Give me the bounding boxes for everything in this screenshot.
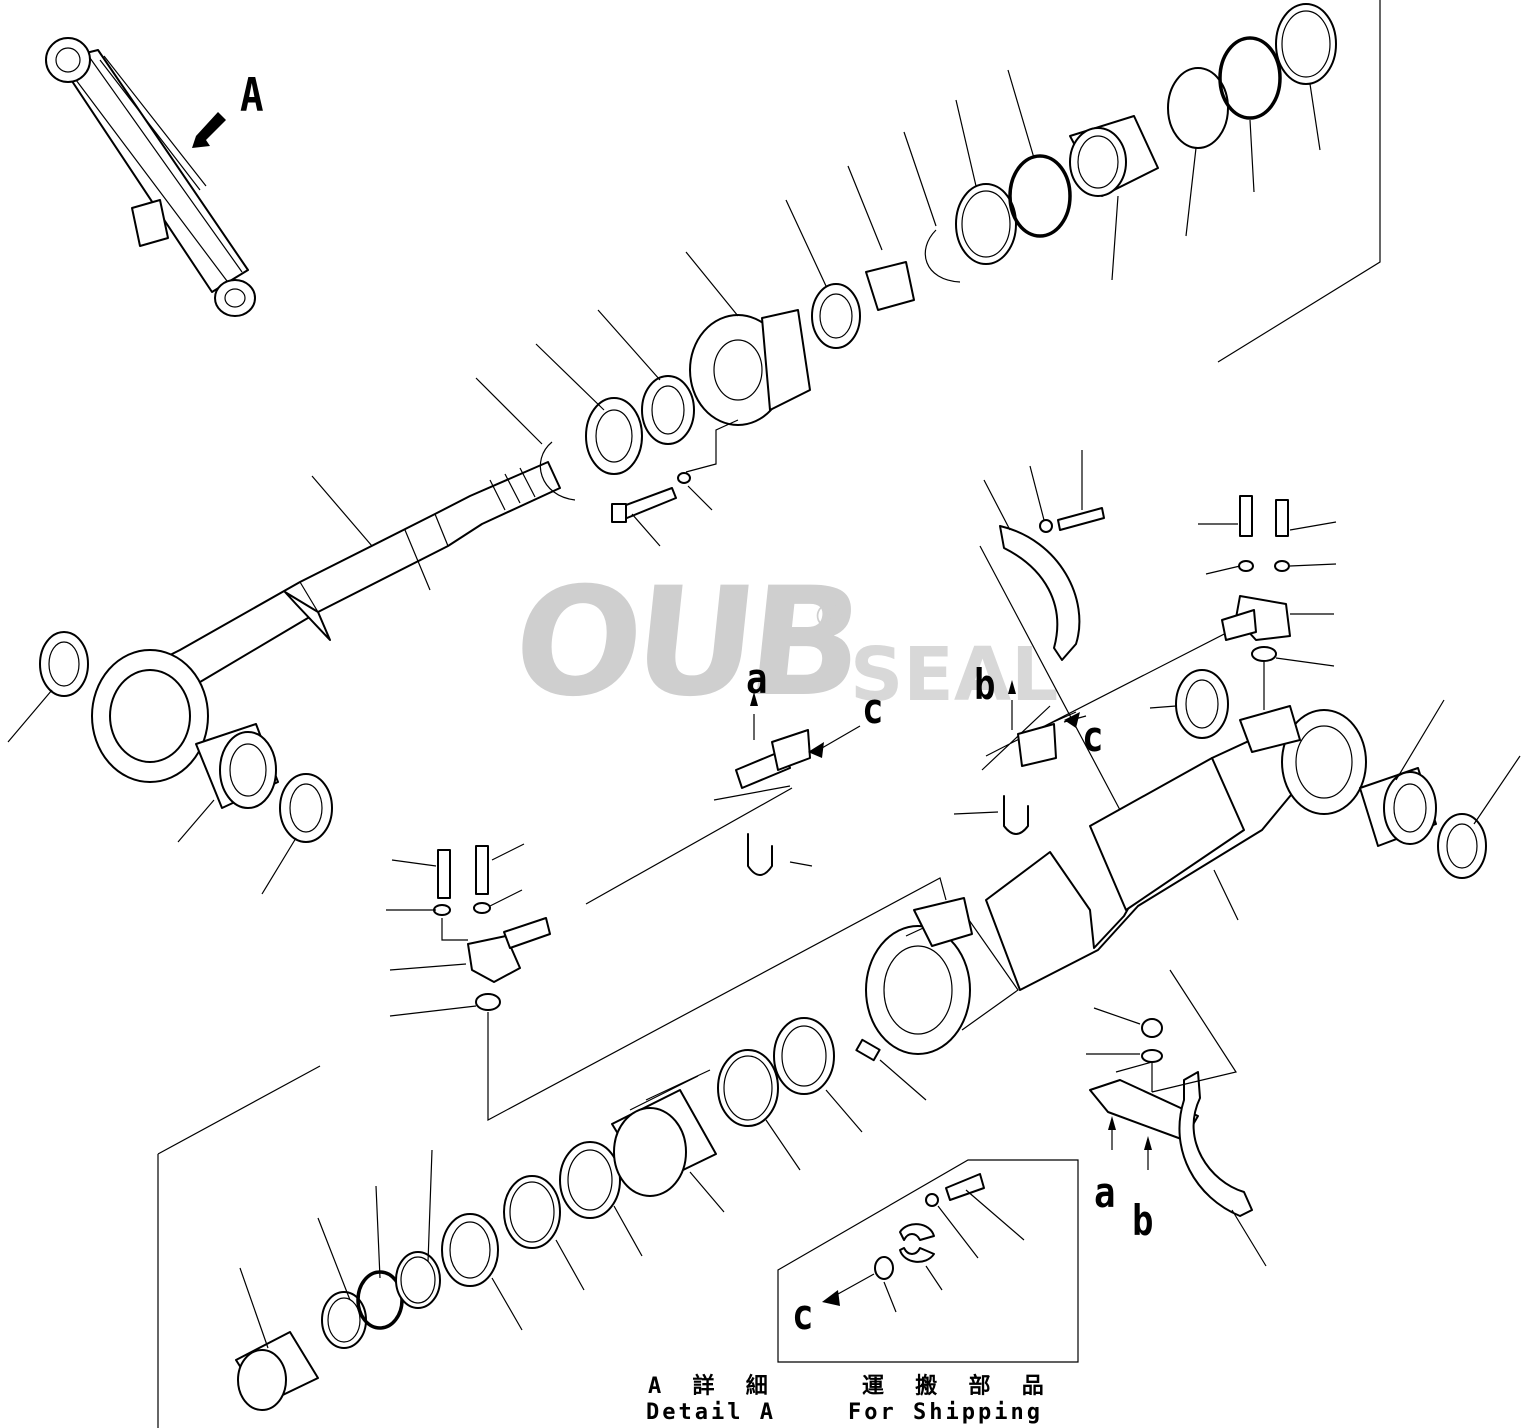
shipping-parts-box bbox=[777, 1159, 1079, 1363]
flange-block-right bbox=[1198, 495, 1337, 710]
callout-c-upper-right: c bbox=[1082, 712, 1104, 761]
caption-shipping-en: For Shipping bbox=[848, 1400, 1043, 1425]
flange-block-left bbox=[386, 843, 947, 1122]
caption-shipping-jp: 運 搬 部 品 bbox=[862, 1374, 1053, 1399]
callout-c-upper-left: c bbox=[862, 684, 884, 733]
callout-b-lower: b bbox=[1132, 1196, 1154, 1245]
callout-c-shipping: c bbox=[792, 1290, 814, 1339]
overview-cylinder bbox=[45, 37, 256, 317]
cylinder-tube bbox=[985, 669, 1521, 991]
rod-end-bushings bbox=[39, 631, 333, 843]
caption-detail-jp: A 詳 細 bbox=[648, 1374, 777, 1399]
hose-fitting-center bbox=[585, 692, 861, 905]
upper-leader-lines bbox=[7, 0, 1381, 895]
caption-detail-en: Detail A bbox=[646, 1400, 776, 1425]
piston-rod bbox=[91, 461, 561, 783]
view-arrow-icon bbox=[192, 112, 226, 148]
piston-seal-stack bbox=[157, 1017, 863, 1428]
hose-clamp-upper bbox=[979, 450, 1121, 811]
head-bolt bbox=[611, 472, 691, 523]
watermark-registered-mark: ® bbox=[812, 597, 846, 637]
hose-clamp-lower bbox=[1086, 969, 1267, 1267]
callout-a-lower: a bbox=[1094, 1168, 1116, 1217]
callout-a-upper: a bbox=[746, 654, 768, 703]
callout-b-upper: b bbox=[974, 660, 996, 709]
watermark-subtitle: SEAL bbox=[850, 632, 1059, 718]
view-marker-label: A bbox=[240, 68, 264, 122]
upper-seal-rings bbox=[539, 3, 1337, 501]
cylinder-head bbox=[855, 897, 1019, 1101]
